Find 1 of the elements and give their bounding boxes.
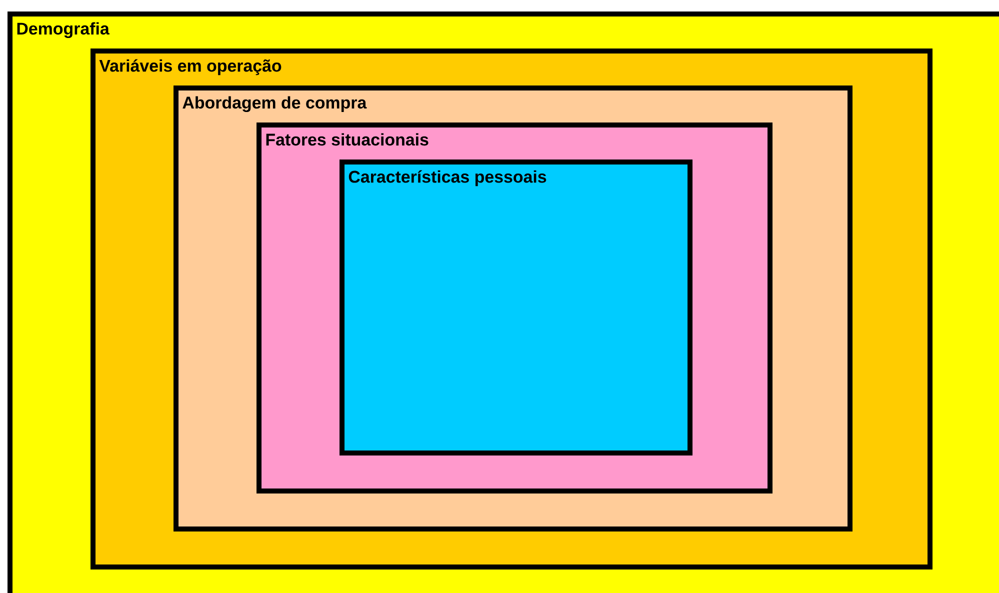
nested-box: Características pessoais bbox=[340, 160, 692, 456]
